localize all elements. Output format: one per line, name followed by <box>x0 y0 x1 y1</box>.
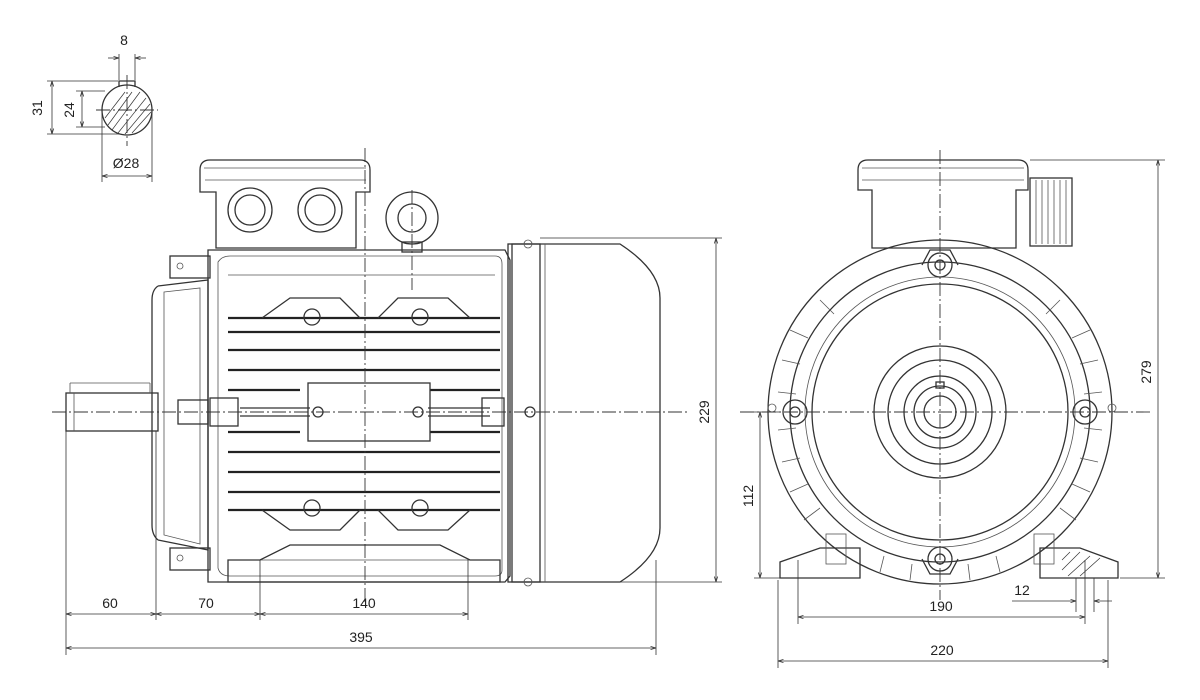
motor-side-view <box>52 148 690 605</box>
dim-overall-height-front: 279 <box>1138 360 1154 384</box>
shaft-section-detail <box>47 54 158 182</box>
dim-shaft-length: 60 <box>102 595 118 611</box>
motor-front-view <box>740 150 1150 600</box>
dim-shaft-diameter: Ø28 <box>113 155 140 171</box>
front-view-dimensions <box>754 159 1165 668</box>
dim-foot-hole-diameter: 12 <box>1014 582 1030 598</box>
dim-shaft-center-height: 112 <box>740 485 756 508</box>
dim-key-width: 8 <box>120 32 128 48</box>
dim-flange-to-foot: 70 <box>198 595 214 611</box>
dim-foot-spacing-side: 140 <box>352 595 376 611</box>
dim-height-side: 229 <box>696 400 712 424</box>
dim-key-depth: 24 <box>61 102 77 118</box>
dim-foot-spacing-front: 190 <box>929 598 953 614</box>
dim-overall-length: 395 <box>349 629 373 645</box>
dim-shaft-height: 31 <box>29 100 45 116</box>
dim-overall-width: 220 <box>930 642 954 658</box>
side-view-dimensions <box>65 237 722 655</box>
